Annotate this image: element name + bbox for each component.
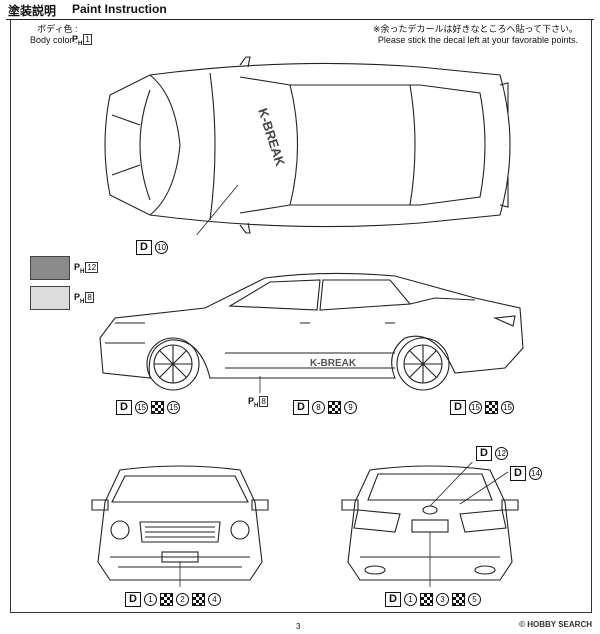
flag-icon	[419, 593, 433, 606]
page-frame	[10, 20, 592, 613]
flag-icon	[150, 401, 164, 414]
flag-icon	[159, 593, 173, 606]
decal-num: 15	[468, 401, 482, 414]
swatch-light	[30, 286, 70, 310]
decal-num: 15	[134, 401, 148, 414]
flag-icon	[451, 593, 465, 606]
car-top-view: K-BREAK	[104, 56, 511, 235]
decal-num: 14	[528, 467, 542, 480]
flag-icon	[191, 593, 205, 606]
callout-side-rear: D 15 15	[450, 400, 514, 415]
decal-note: ※余ったデカールは好きなところへ貼って下さい。 Please stick the…	[373, 24, 578, 46]
decal-d-label: D	[450, 400, 466, 415]
decal-num: 2	[175, 593, 189, 606]
callout-side-front: D 15 15	[116, 400, 180, 415]
callout-top: D 10	[136, 240, 168, 255]
decal-note-jp: ※余ったデカールは好きなところへ貼って下さい。	[372, 24, 578, 34]
watermark: © HOBBY SEARCH	[519, 620, 592, 629]
decal-num: 8	[311, 401, 325, 414]
decal-num: 15	[500, 401, 514, 414]
page-number: 3	[296, 622, 301, 631]
callout-front: D 1 2 4	[125, 592, 221, 607]
callout-rear: D 1 3 5	[385, 592, 481, 607]
flag-icon	[327, 401, 341, 414]
callout-side-mid: D 8 9	[293, 400, 357, 415]
flag-icon	[484, 401, 498, 414]
decal-d-label: D	[125, 592, 141, 607]
header-divider	[6, 19, 594, 20]
decal-d-label: D	[293, 400, 309, 415]
callout-rear-top1: D 12	[476, 446, 508, 461]
decal-num: 12	[494, 447, 508, 460]
decal-num: 9	[343, 401, 357, 414]
decal-d-label: D	[385, 592, 401, 607]
decal-num: 4	[207, 593, 221, 606]
decal-num: 5	[467, 593, 481, 606]
decal-num: 1	[403, 593, 417, 606]
side-decal-text: K-BREAK	[310, 358, 357, 369]
body-color-label: ボディ色 : Body color :	[30, 24, 78, 46]
callout-rear-top2: D 14	[510, 466, 542, 481]
decal-d-label: D	[476, 446, 492, 461]
decal-num: 10	[154, 241, 168, 254]
decal-d-label: D	[510, 466, 526, 481]
body-color-code-num: 1	[83, 34, 92, 45]
hood-decal-text: K-BREAK	[255, 106, 288, 168]
decal-note-en: Please stick the decal left at your favo…	[377, 35, 578, 45]
decal-num: 15	[166, 401, 180, 414]
decal-num: 3	[435, 593, 449, 606]
car-side-view: K-BREAK	[99, 272, 524, 393]
swatch-dark	[30, 256, 70, 280]
body-color-label-jp: ボディ色 :	[37, 24, 78, 34]
decal-num: 1	[143, 593, 157, 606]
car-front-view	[91, 465, 269, 587]
title-jp: 塗装説明	[8, 4, 57, 18]
decal-d-label: D	[136, 240, 152, 255]
body-color-label-en: Body color :	[30, 35, 78, 45]
title-en: Paint Instruction	[72, 2, 167, 16]
decal-d-label: D	[116, 400, 132, 415]
car-rear-view	[341, 462, 519, 587]
